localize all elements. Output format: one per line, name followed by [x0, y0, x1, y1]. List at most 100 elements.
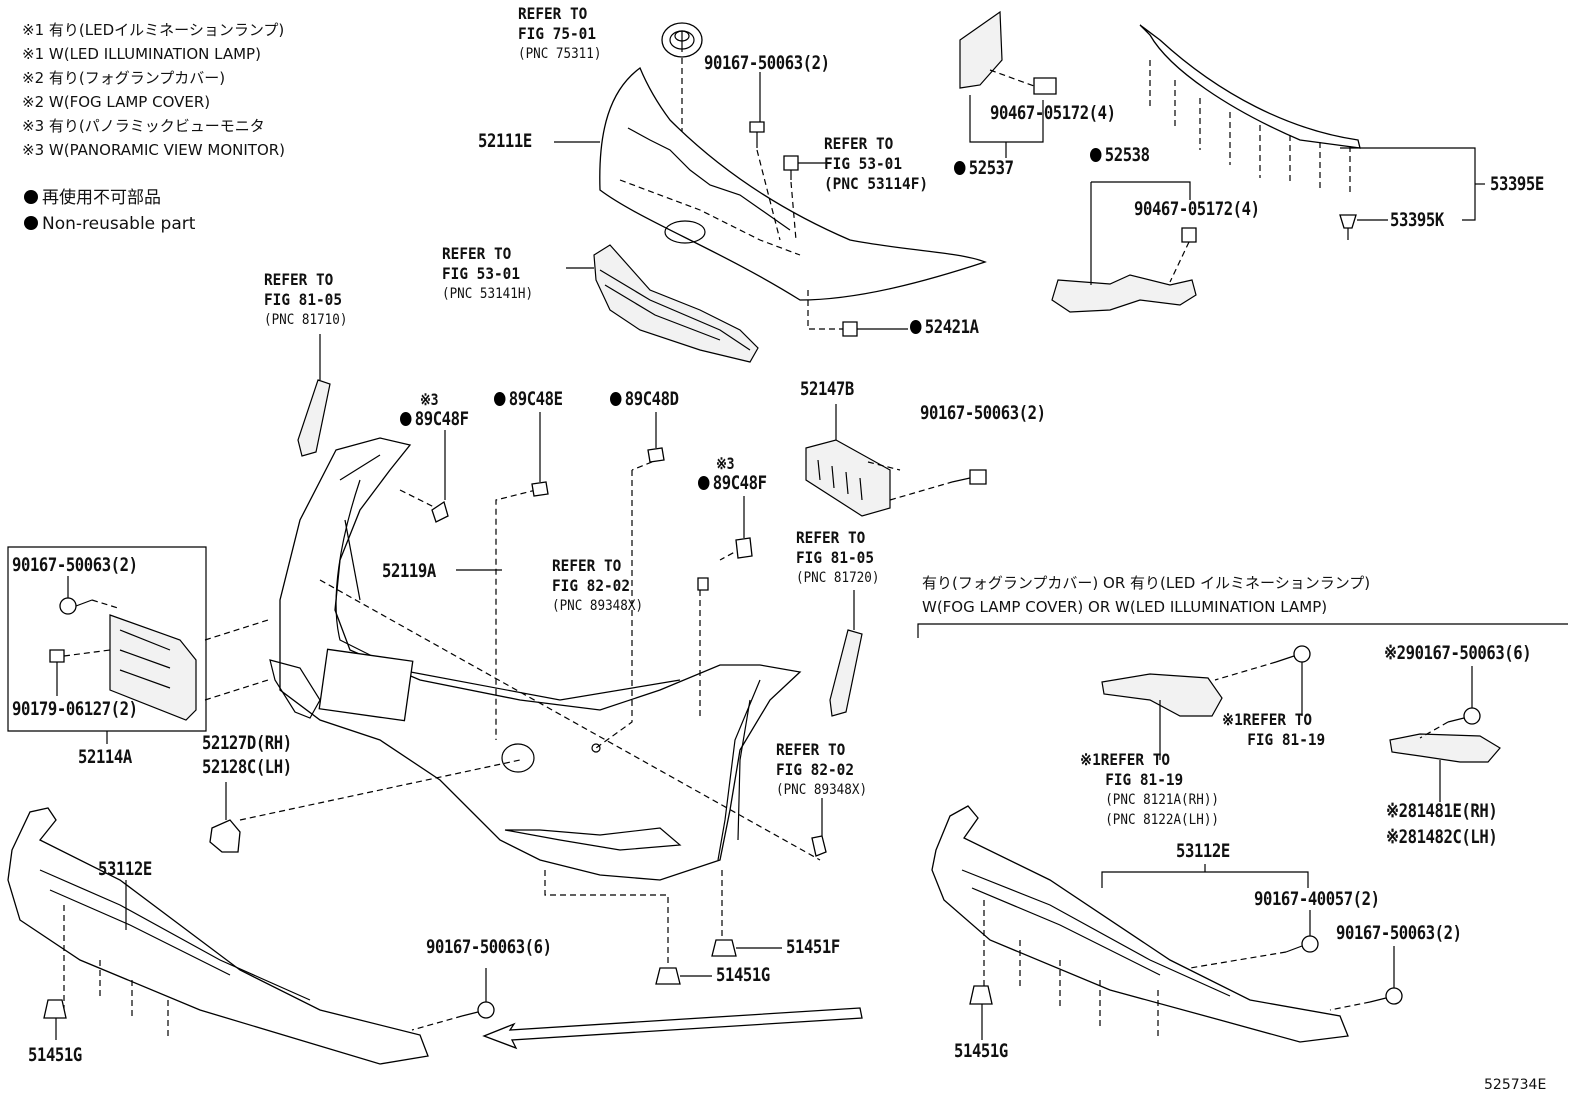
nonreusable-dot-icon [954, 161, 966, 175]
ref-line: REFER TO [442, 244, 512, 263]
nonreusable-dot-icon [610, 392, 622, 406]
ref-line: (PNC 75311) [518, 46, 602, 62]
bolt-icon [750, 122, 764, 148]
part-90167-40057[interactable]: 90167-40057(2) [1254, 888, 1380, 910]
part-90167-50063-top[interactable]: 90167-50063(2) [704, 52, 830, 74]
part-51451F[interactable]: 51451F [786, 936, 840, 958]
part-90167-50063-x2[interactable]: ※290167-50063(6) [1384, 642, 1532, 664]
part-53395K[interactable]: 53395K [1390, 209, 1444, 231]
nonreusable-ja: 再使用不可部品 [42, 188, 161, 208]
variant-heading-ja: 有り(フォグランプカバー) OR 有り(LED イルミネーションランプ) [922, 574, 1371, 592]
refer-fig-53-01-b[interactable]: REFER TO FIG 53-01 (PNC 53141H) [442, 244, 533, 304]
bracket-52147B-shape [806, 440, 890, 516]
ref-line: FIG 81-05 [796, 548, 875, 567]
clip-89C48E-icon [532, 482, 548, 496]
part-90179-06127[interactable]: 90179-06127(2) [12, 698, 138, 720]
ref-line: FIG 81-19 [1105, 770, 1184, 789]
refer-fig-82-02-a[interactable]: REFER TO FIG 82-02 (PNC 89348X) [552, 556, 643, 616]
part-51451G-right[interactable]: 51451G [954, 1040, 1008, 1062]
part-52119A[interactable]: 52119A [382, 560, 436, 582]
part-90167-50063-mid[interactable]: 90167-50063(2) [920, 402, 1046, 424]
nonreusable-dot-icon [1090, 148, 1102, 162]
refer-fig-81-05-b[interactable]: REFER TO FIG 81-05 (PNC 81720) [796, 528, 879, 588]
clip-89C48F-b-icon [736, 538, 752, 558]
bolt-fog-rh-icon [1276, 646, 1310, 662]
variant-heading-en: W(FOG LAMP COVER) OR W(LED ILLUMINATION … [922, 598, 1328, 616]
part-89C48F-a-mark: ※3 [420, 390, 439, 409]
part-52128C[interactable]: 52128C(LH) [202, 756, 292, 778]
lower-spoiler-right-shape [932, 806, 1348, 1042]
ref-line: FIG 81-05 [264, 290, 343, 309]
nonreusable-dot-icon [24, 216, 38, 230]
part-52111E[interactable]: 52111E [478, 130, 532, 152]
part-number: 89C48D [624, 388, 679, 410]
part-90467-05172-b[interactable]: 90467-05172(4) [1134, 198, 1260, 220]
part-53112E-right[interactable]: 53112E [1176, 840, 1230, 862]
ref-line: (PNC 8122A(LH)) [1105, 812, 1219, 828]
refer-fig-81-05-a[interactable]: REFER TO FIG 81-05 (PNC 81710) [264, 270, 347, 330]
bolt-52147B-icon [952, 470, 986, 484]
part-52421A[interactable]: 52421A [910, 318, 979, 337]
part-52147B[interactable]: 52147B [800, 378, 854, 400]
clip-51451G-left-icon [44, 1000, 66, 1018]
part-51451G-mid[interactable]: 51451G [716, 964, 770, 986]
part-90167-50063-box[interactable]: 90167-50063(2) [12, 554, 138, 576]
clip-51451G-right-icon [970, 986, 992, 1004]
ref-line: (PNC 53114F) [824, 174, 929, 193]
trim-strip-shape [1140, 25, 1360, 148]
part-81482C[interactable]: ※281482C(LH) [1386, 826, 1498, 848]
bolt-spoiler-left-icon [462, 1002, 494, 1018]
clip-icon [784, 156, 798, 180]
refer-fig-82-02-b[interactable]: REFER TO FIG 82-02 (PNC 89348X) [776, 740, 867, 800]
part-number: 89C48F [712, 472, 767, 494]
bolt-fog-lh-icon [1448, 708, 1480, 724]
lower-grille-shape [594, 245, 758, 362]
part-90167-50063-right[interactable]: 90167-50063(2) [1336, 922, 1462, 944]
bolt-box-icon [60, 598, 92, 614]
ref-line: REFER TO [264, 270, 334, 289]
part-51451G-left[interactable]: 51451G [28, 1044, 82, 1066]
ref-line: REFER TO [776, 740, 846, 759]
part-89C48F-b-mark: ※3 [716, 454, 735, 473]
fog-cover-rh-shape [1102, 674, 1222, 716]
part-53395E[interactable]: 53395E [1490, 173, 1544, 195]
clip-89348X-icon [698, 578, 708, 590]
nonreusable-dot-icon [24, 190, 38, 204]
refer-fig-75-01[interactable]: REFER TO FIG 75-01 (PNC 75311) [518, 4, 601, 64]
part-number: 89C48F [414, 408, 469, 430]
ref-line: FIG 82-02 [776, 760, 855, 779]
refer-fig-53-01-a[interactable]: REFER TO FIG 53-01 (PNC 53114F) [824, 134, 928, 194]
fog-cover-lh-shape [1390, 734, 1500, 762]
part-89C48F-a[interactable]: 89C48F [400, 410, 469, 429]
clip-51451F-icon [712, 940, 736, 956]
lower-spoiler-left-shape [8, 808, 428, 1064]
part-52114A[interactable]: 52114A [78, 746, 132, 768]
legend-note-5: ※3 有り(パノラミックビューモニタ [22, 117, 265, 135]
figure-id: 525734E [1484, 1077, 1547, 1093]
side-marker-left-shape [298, 380, 330, 456]
ref-line: FIG 53-01 [824, 154, 903, 173]
part-89C48F-b[interactable]: 89C48F [698, 474, 767, 493]
ref-line: (PNC 89348X) [776, 782, 868, 798]
part-53112E-left[interactable]: 53112E [98, 858, 152, 880]
nonreusable-dot-icon [494, 392, 506, 406]
refer-fig-81-19-b[interactable]: ※1REFER TO FIG 81-19 (PNC 8121A(RH)) (PN… [1080, 750, 1219, 830]
part-89C48D[interactable]: 89C48D [610, 390, 679, 409]
part-90467-05172-a[interactable]: 90467-05172(4) [990, 102, 1116, 124]
part-52538[interactable]: 52538 [1090, 146, 1150, 165]
part-52127D[interactable]: 52127D(RH) [202, 732, 292, 754]
bolt-spoiler-right-a-icon [1286, 936, 1318, 952]
ref-line: (PNC 8121A(RH)) [1105, 792, 1219, 808]
part-52537[interactable]: 52537 [954, 159, 1014, 178]
nonreusable-dot-icon [698, 476, 710, 490]
ref-line: FIG 81-19 [1247, 730, 1326, 749]
nonreusable-dot-icon [400, 412, 412, 426]
refer-fig-81-19-a[interactable]: ※1REFER TO FIG 81-19 [1222, 710, 1325, 750]
ref-line: FIG 75-01 [518, 24, 597, 43]
part-89C48E[interactable]: 89C48E [494, 390, 563, 409]
part-81481E[interactable]: ※281481E(RH) [1386, 800, 1498, 822]
toyota-emblem-icon [662, 23, 702, 57]
clip-53395K-icon [1340, 215, 1356, 240]
part-90167-50063-6[interactable]: 90167-50063(6) [426, 936, 552, 958]
